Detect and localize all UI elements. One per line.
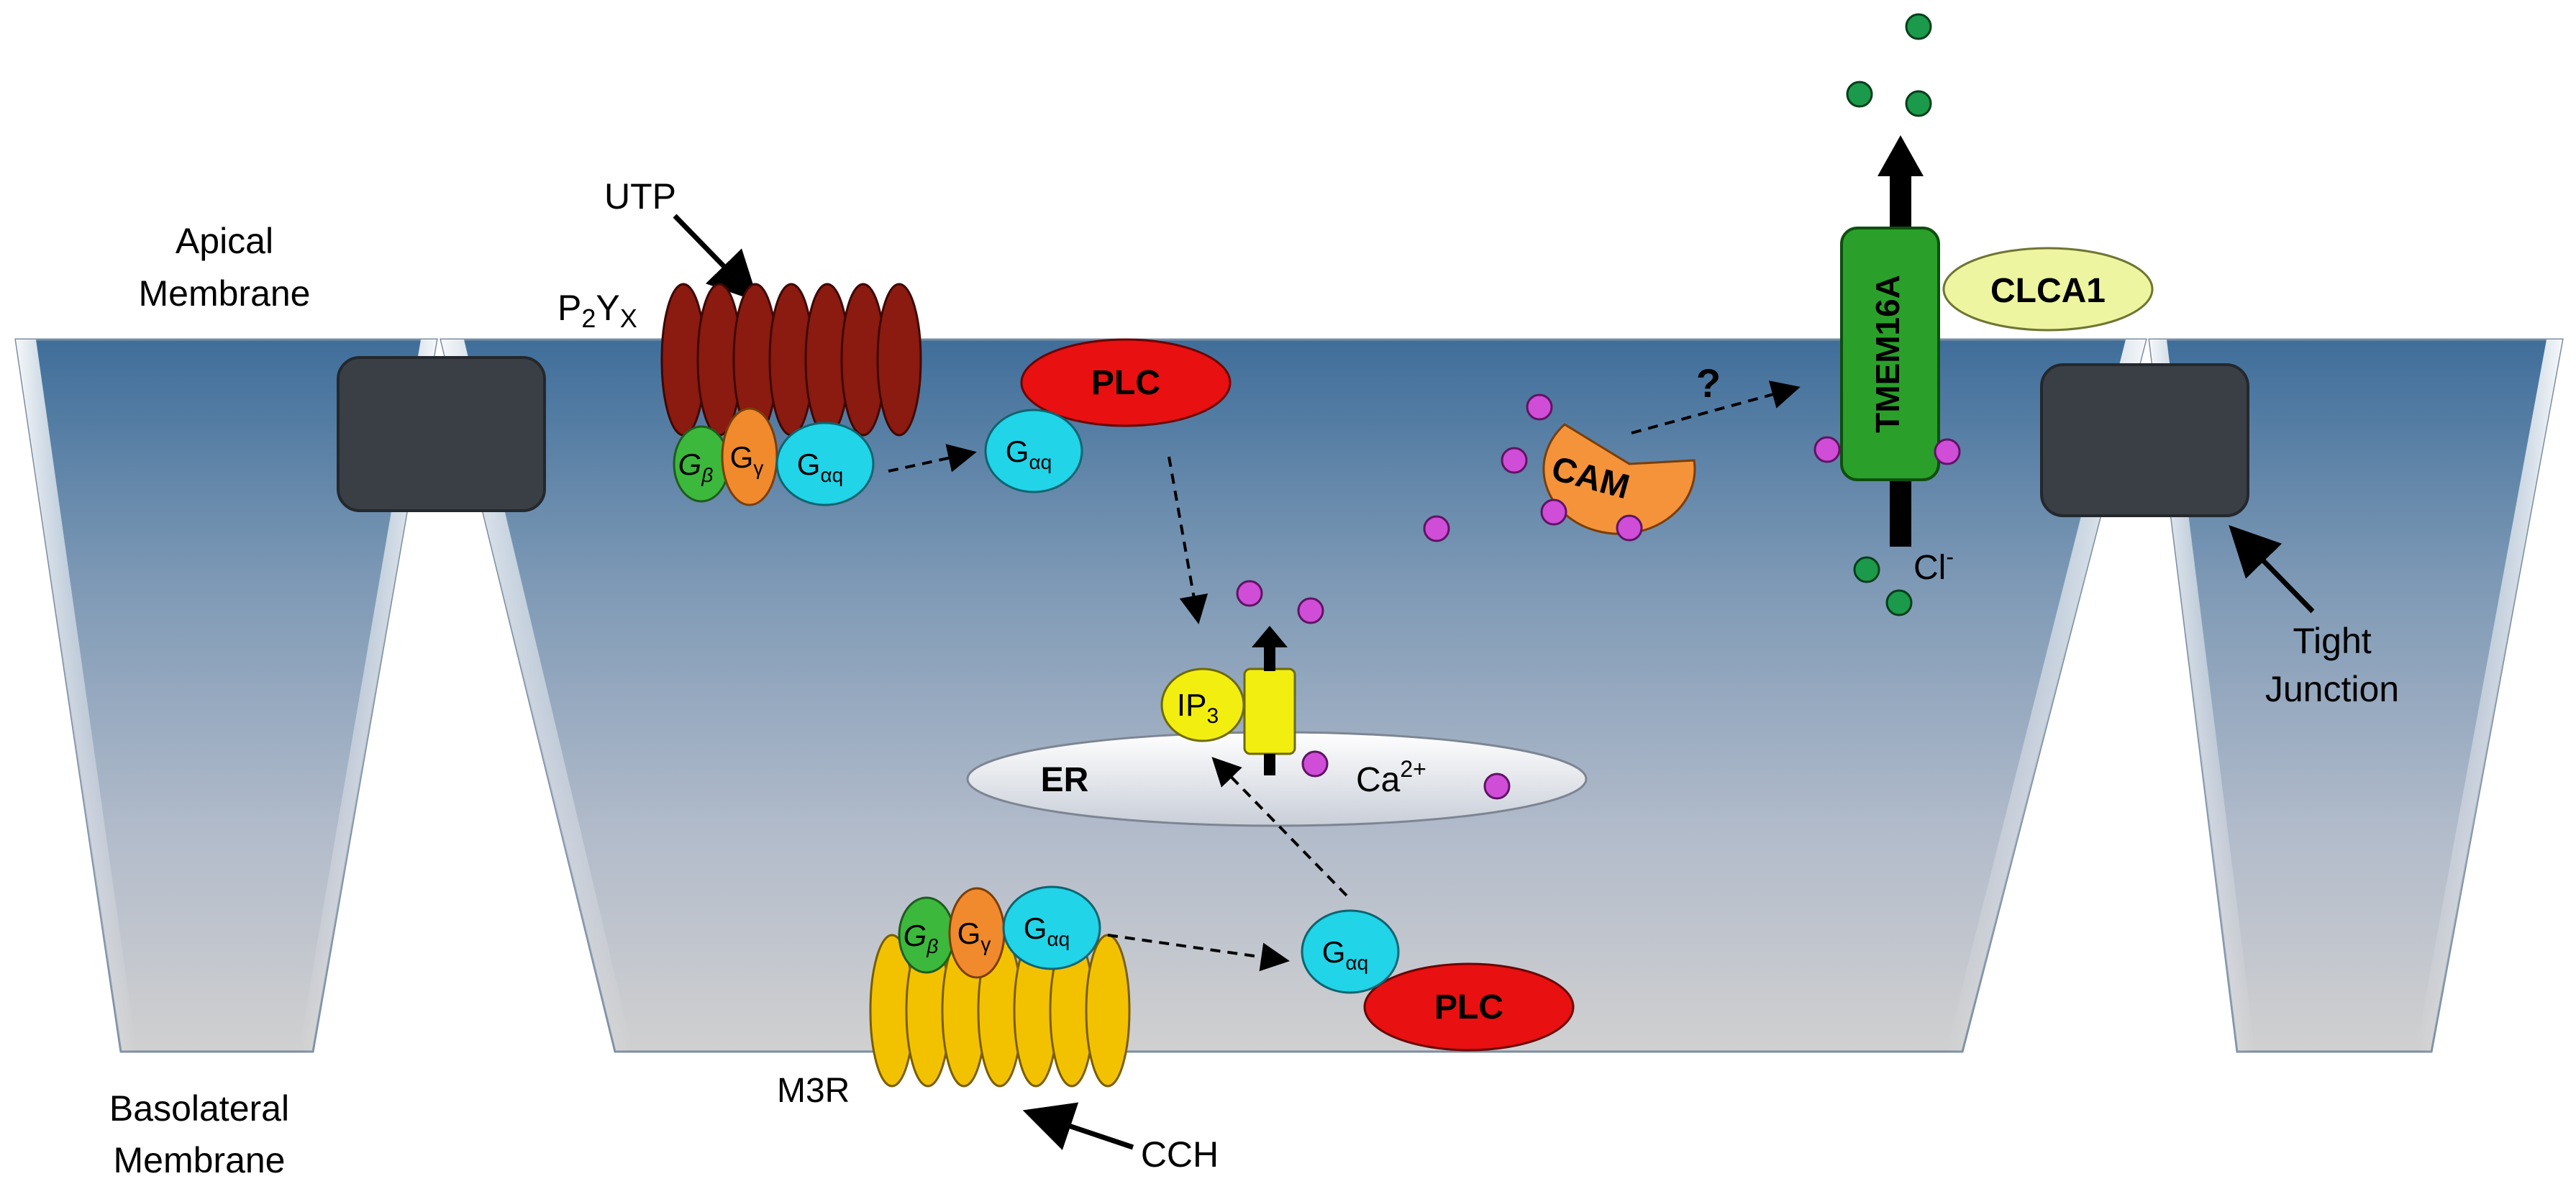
endoplasmic-reticulum: ER Ca2+: [966, 731, 1588, 827]
chloride-ions: [1846, 13, 1932, 616]
svg-text:CLCA1: CLCA1: [1990, 272, 2106, 310]
ca-ion: [1297, 597, 1324, 624]
ip3-receptor-channel: [1243, 626, 1296, 775]
calmodulin: CAM: [1542, 423, 1696, 535]
cl-label: Cl-: [1913, 544, 1954, 587]
plc-top: PLC: [1020, 338, 1232, 427]
ca-ion: [1483, 773, 1511, 800]
g-gamma-top: Gγ: [721, 407, 778, 506]
g-gamma-bottom: Gγ: [948, 887, 1006, 979]
p2y-receptor: [660, 283, 922, 437]
utp-label: UTP: [604, 176, 676, 217]
tight-junction-left: [337, 356, 546, 512]
g-beta-bottom: Gβ: [898, 896, 955, 974]
g-alpha-q-top: Gαq: [775, 422, 875, 506]
svg-text:Gγ: Gγ: [957, 916, 991, 955]
svg-text:IP3: IP3: [1177, 688, 1219, 728]
svg-text:P2YX: P2YX: [557, 288, 637, 333]
cell-right: [2148, 338, 2564, 1053]
ip3-molecule: IP3: [1160, 668, 1245, 742]
apical-label-line2: Membrane: [139, 273, 311, 314]
cl-ion: [1853, 556, 1880, 583]
basolateral-label-line1: Basolateral: [109, 1088, 289, 1129]
g-beta-top: Gβ: [673, 425, 730, 503]
tight-junction-right: [2040, 363, 2249, 517]
arrow-cam-to-tmem: [1631, 381, 1801, 434]
svg-text:Gαq: Gαq: [797, 447, 843, 486]
svg-text:Gβ: Gβ: [904, 919, 939, 957]
tight-junction-arrow: [2229, 524, 2315, 614]
svg-text:PLC: PLC: [1091, 364, 1160, 402]
arrow-galpha-to-plc-bottom: [1107, 934, 1290, 972]
arrow-galpha-to-plc-top: [888, 444, 977, 473]
svg-text:Gβ: Gβ: [678, 447, 714, 486]
ca-ion: [1236, 580, 1263, 607]
g-alpha-q-plc-top: Gαq: [984, 409, 1083, 493]
svg-text:Gαq: Gαq: [1322, 935, 1368, 974]
clca1-protein: CLCA1: [1942, 247, 2154, 332]
ca-ion: [1526, 393, 1553, 421]
ca-ion: [1813, 436, 1841, 463]
p2y-label: P2YX: [557, 288, 637, 333]
arrow-plc-to-er: [1211, 757, 1348, 897]
ca-ion: [1423, 515, 1450, 542]
cell-left: [14, 338, 438, 1053]
ca-ion: [1501, 447, 1528, 474]
tight-junction-label-line1: Tight: [2293, 621, 2371, 661]
m3r-label: M3R: [777, 1072, 850, 1110]
svg-text:Gγ: Gγ: [730, 440, 764, 479]
apical-label-line1: Apical: [176, 221, 273, 261]
ca-ion: [1934, 438, 1961, 465]
ca-label: Ca2+: [1356, 756, 1426, 799]
cch-label: CCH: [1141, 1134, 1219, 1175]
svg-text:ER: ER: [1041, 761, 1089, 799]
svg-text:Gαq: Gαq: [1024, 911, 1070, 950]
ca-ion: [1616, 514, 1643, 542]
svg-text:TMEM16A: TMEM16A: [1869, 275, 1906, 433]
cl-ion: [1885, 589, 1913, 616]
plc-bottom: PLC: [1363, 962, 1575, 1052]
g-alpha-q-plc-bottom: Gαq: [1301, 909, 1400, 994]
question-mark: ?: [1696, 360, 1721, 406]
cl-ion: [1905, 13, 1932, 40]
tight-junction-label-line2: Junction: [2265, 669, 2399, 709]
basolateral-label-line2: Membrane: [114, 1140, 286, 1180]
ca-ion: [1301, 750, 1329, 778]
svg-text:Gαq: Gαq: [1006, 434, 1052, 473]
cl-ion: [1846, 81, 1873, 108]
cch-arrow: [1022, 1102, 1134, 1151]
svg-text:PLC: PLC: [1434, 988, 1503, 1026]
calcium-ions: [1236, 393, 1961, 800]
utp-arrow: [673, 214, 759, 303]
ca-ion: [1540, 498, 1567, 526]
cl-ion: [1905, 90, 1932, 117]
tmem16a-channel: TMEM16A: [1840, 135, 1940, 547]
g-alpha-q-bottom: Gαq: [1002, 885, 1101, 970]
